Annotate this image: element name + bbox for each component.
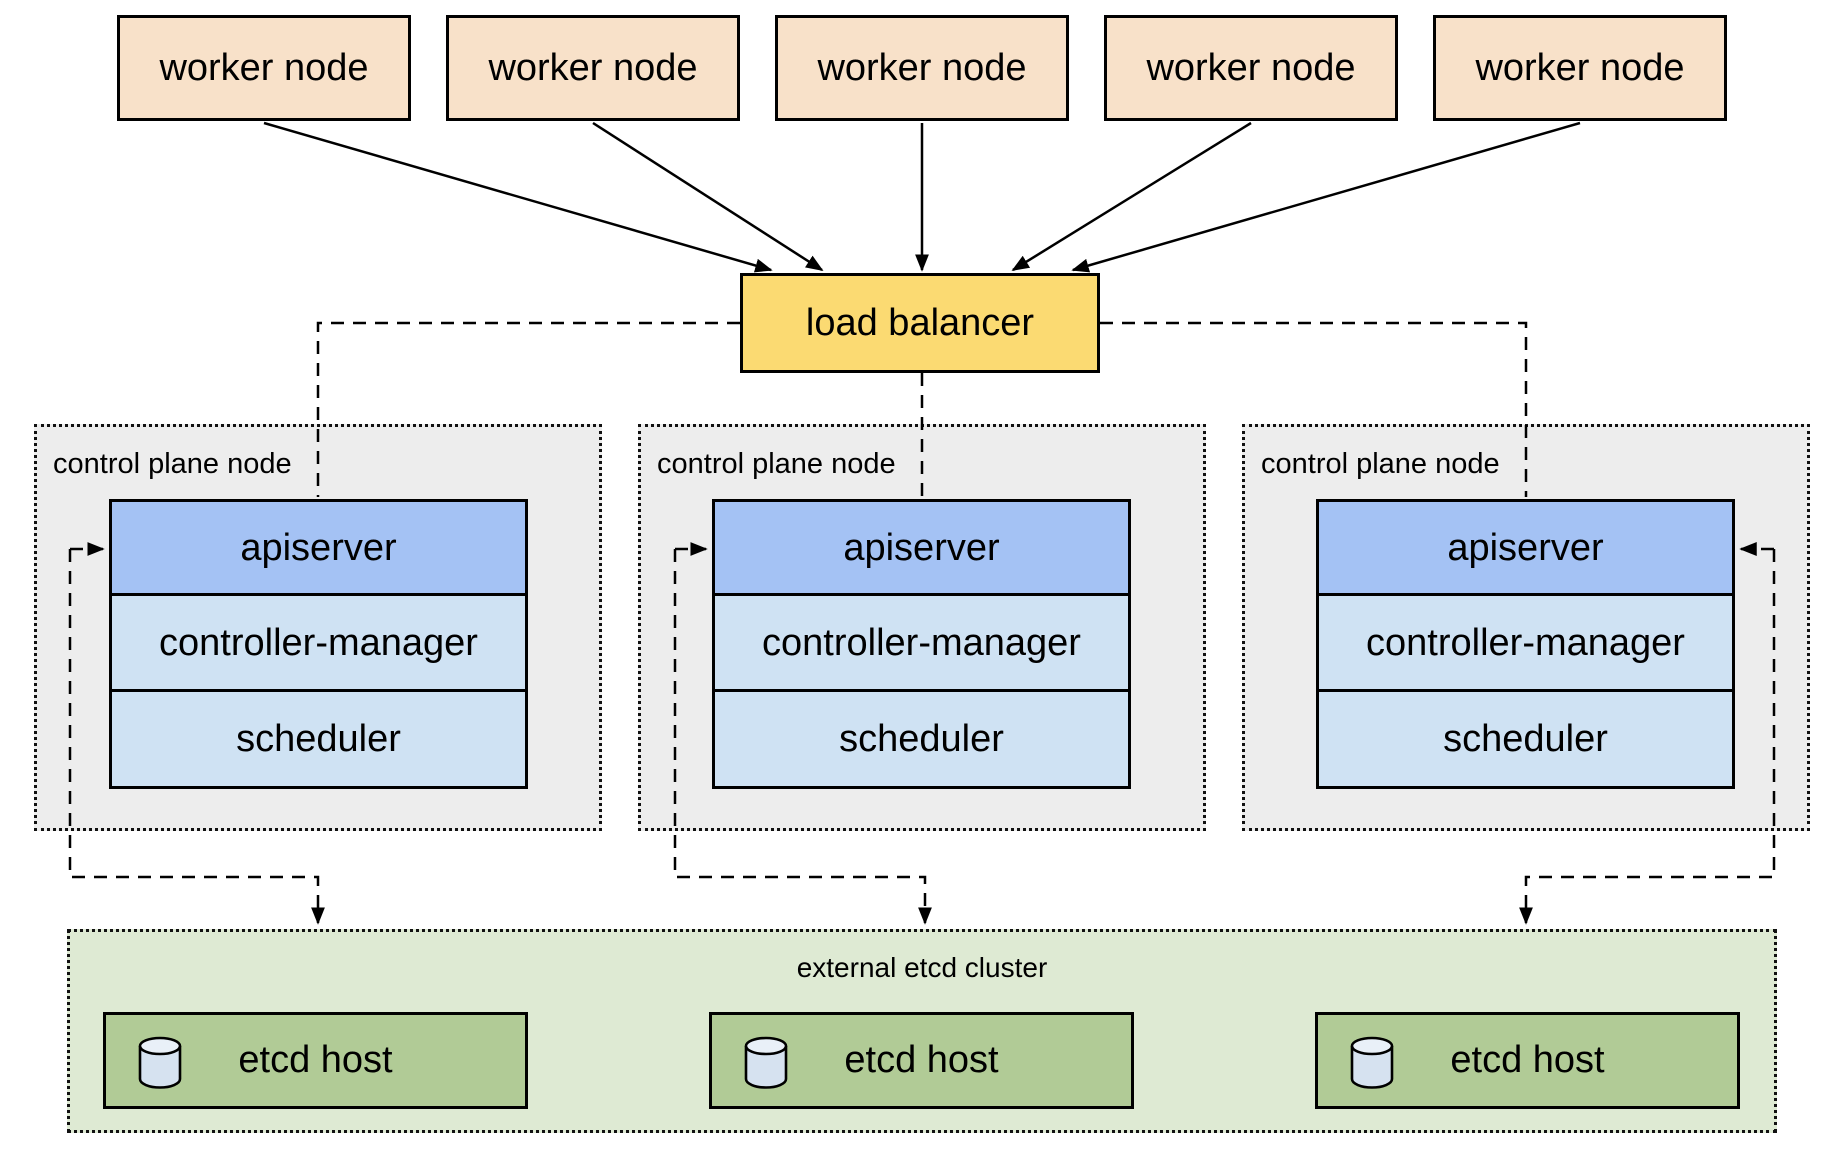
scheduler-box: scheduler	[1316, 689, 1735, 789]
scheduler-box: scheduler	[109, 689, 528, 789]
controller-manager-box: controller-manager	[1316, 593, 1735, 692]
etcd-host-label: etcd host	[238, 1039, 393, 1081]
worker-to-lb-arrow	[1011, 121, 1252, 272]
worker-node-box: worker node	[117, 15, 411, 121]
control-plane-node-label: control plane node	[53, 448, 292, 480]
controller-manager-label: controller-manager	[1366, 621, 1685, 664]
database-cylinder-icon	[1350, 1036, 1394, 1089]
scheduler-label: scheduler	[236, 718, 401, 760]
worker-node-box: worker node	[1104, 15, 1398, 121]
apiserver-box: apiserver	[109, 499, 528, 596]
control-plane-node-label: control plane node	[657, 448, 896, 480]
controller-manager-box: controller-manager	[109, 593, 528, 692]
apiserver-label: apiserver	[240, 526, 397, 569]
apiserver-label: apiserver	[843, 526, 1000, 569]
worker-node-label: worker node	[1146, 47, 1356, 89]
apiserver-box: apiserver	[712, 499, 1131, 596]
apiserver-box: apiserver	[1316, 499, 1735, 596]
load-balancer-box: load balancer	[740, 273, 1100, 373]
worker-to-lb-arrow	[263, 121, 773, 273]
worker-node-label: worker node	[159, 47, 369, 89]
controller-manager-box: controller-manager	[712, 593, 1131, 692]
worker-node-box: worker node	[775, 15, 1069, 121]
controller-manager-label: controller-manager	[159, 621, 478, 664]
etcd-host-label: etcd host	[1450, 1039, 1605, 1081]
scheduler-box: scheduler	[712, 689, 1131, 789]
worker-node-label: worker node	[488, 47, 698, 89]
etcd-host-box: etcd host	[1315, 1012, 1740, 1109]
control-plane-node-label: control plane node	[1261, 448, 1500, 480]
worker-node-box: worker node	[446, 15, 740, 121]
load-balancer-label: load balancer	[805, 302, 1035, 344]
etcd-host-box: etcd host	[103, 1012, 528, 1109]
external-etcd-cluster-label: external etcd cluster	[796, 952, 1048, 983]
worker-to-lb-arrow	[1071, 121, 1581, 273]
database-cylinder-icon	[744, 1036, 788, 1089]
worker-node-label: worker node	[817, 47, 1027, 89]
scheduler-label: scheduler	[839, 718, 1004, 760]
scheduler-label: scheduler	[1443, 718, 1608, 760]
etcd-host-label: etcd host	[844, 1039, 999, 1081]
worker-node-box: worker node	[1433, 15, 1727, 121]
worker-to-lb-arrow	[592, 121, 824, 272]
controller-manager-label: controller-manager	[762, 621, 1081, 664]
worker-node-label: worker node	[1475, 47, 1685, 89]
database-cylinder-icon	[138, 1036, 182, 1089]
apiserver-label: apiserver	[1447, 526, 1604, 569]
etcd-host-box: etcd host	[709, 1012, 1134, 1109]
